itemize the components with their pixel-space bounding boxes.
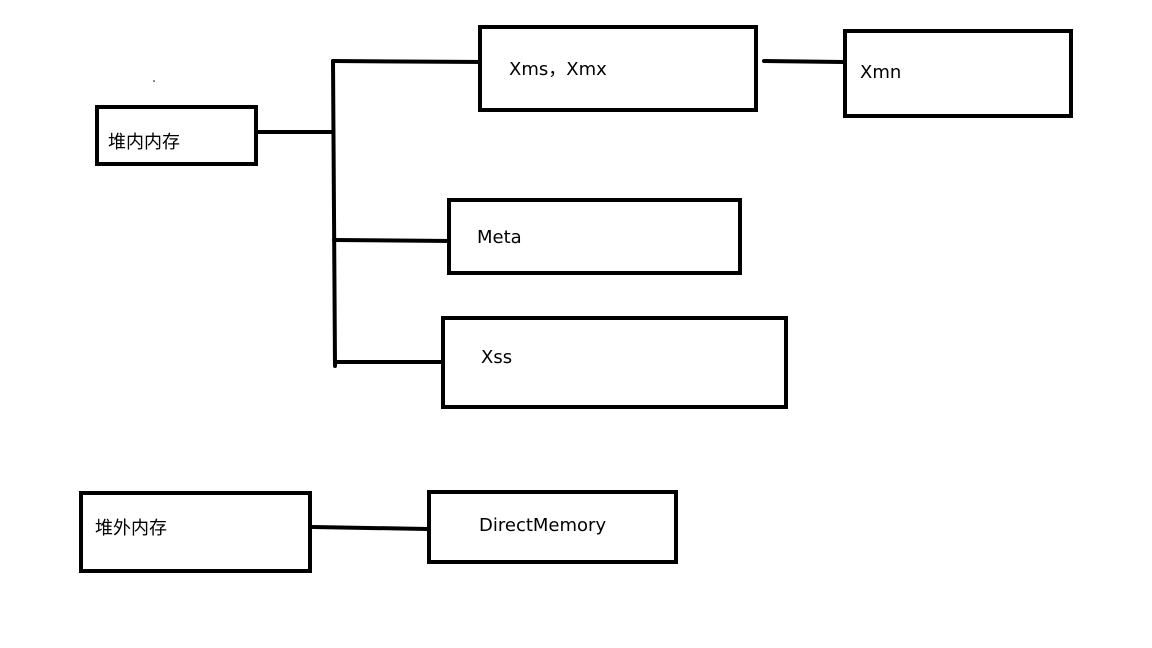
connector-to-meta bbox=[332, 238, 454, 243]
stray-dot bbox=[153, 80, 155, 82]
node-xmn-label: Xmn bbox=[860, 62, 902, 83]
connector-xms-to-xmn bbox=[762, 59, 845, 64]
node-xms-xmx bbox=[478, 25, 758, 112]
node-meta-label: Meta bbox=[477, 227, 522, 248]
node-heap-memory-label: 堆内内存 bbox=[108, 132, 180, 153]
node-xms-xmx-label: Xms，Xmx bbox=[509, 59, 607, 80]
node-meta bbox=[447, 198, 742, 275]
node-xss bbox=[441, 316, 788, 409]
node-offheap-memory-label: 堆外内存 bbox=[95, 518, 167, 539]
connector-vertical-trunk bbox=[331, 59, 337, 368]
node-direct-memory-label: DirectMemory bbox=[479, 515, 607, 536]
node-xmn bbox=[843, 29, 1073, 118]
node-heap-memory bbox=[95, 105, 258, 166]
node-xss-label: Xss bbox=[481, 347, 513, 368]
connector-to-xms-xmx bbox=[331, 59, 488, 64]
node-direct-memory bbox=[427, 490, 678, 564]
node-offheap-memory bbox=[79, 491, 312, 573]
connector-offheap-direct bbox=[311, 525, 430, 531]
